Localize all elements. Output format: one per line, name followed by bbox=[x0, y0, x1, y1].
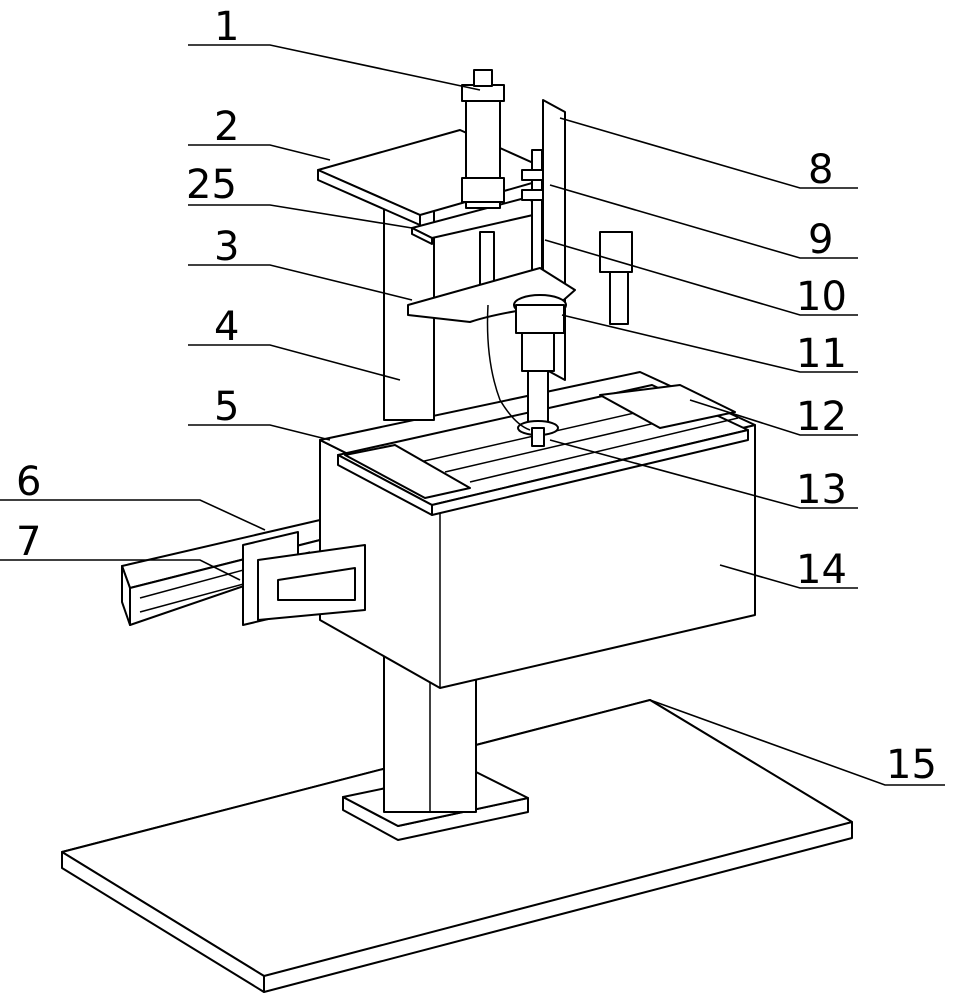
label-15: 15 bbox=[886, 742, 937, 788]
leader-lines bbox=[0, 44, 945, 786]
label-1: 1 bbox=[214, 4, 239, 50]
label-10: 10 bbox=[796, 274, 847, 320]
label-2: 2 bbox=[214, 104, 239, 150]
base-plate bbox=[61, 699, 853, 993]
spindle bbox=[486, 294, 567, 447]
side-block bbox=[599, 231, 633, 325]
label-11: 11 bbox=[796, 331, 847, 377]
label-14: 14 bbox=[796, 547, 847, 593]
label-3: 3 bbox=[214, 224, 239, 270]
label-12: 12 bbox=[796, 394, 847, 440]
label-6: 6 bbox=[16, 459, 41, 505]
label-8: 8 bbox=[808, 147, 833, 193]
label-25: 25 bbox=[186, 162, 237, 208]
label-7: 7 bbox=[16, 519, 41, 565]
air-cylinder bbox=[461, 69, 505, 209]
label-9: 9 bbox=[808, 217, 833, 263]
side-rail bbox=[121, 519, 366, 626]
label-13: 13 bbox=[796, 467, 847, 513]
label-4: 4 bbox=[214, 304, 239, 350]
label-5: 5 bbox=[214, 384, 239, 430]
